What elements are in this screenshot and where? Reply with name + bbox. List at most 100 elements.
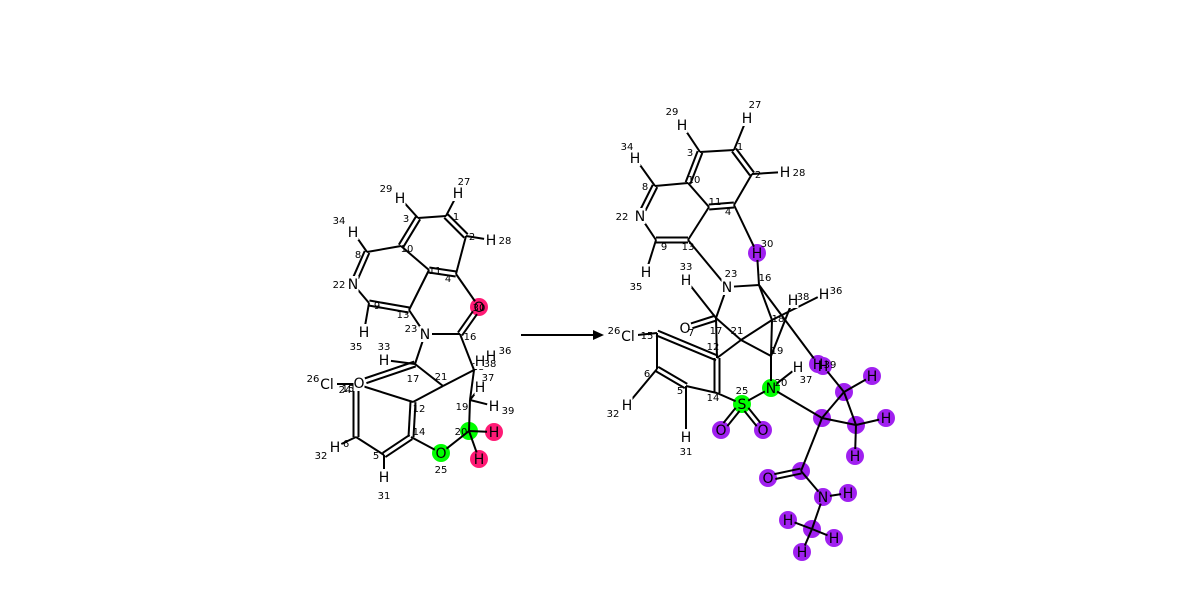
atom-highlight — [762, 379, 780, 397]
atom-label-background — [721, 279, 733, 295]
double-bond-line — [709, 206, 735, 211]
atom-index-label: 5 — [373, 451, 379, 462]
atom-symbol: H — [677, 118, 688, 134]
atom-symbol: Cl — [621, 329, 635, 345]
bond-line — [733, 204, 755, 248]
atom-index-label: 6 — [644, 369, 650, 380]
double-bond-line — [368, 304, 409, 314]
double-bond-line — [689, 152, 704, 185]
bond-line — [410, 436, 436, 451]
bond-line — [685, 385, 718, 394]
bond-line — [403, 202, 419, 219]
atom-index-label: 23 — [725, 269, 738, 280]
atom-index-label: 39 — [824, 360, 837, 371]
bond-line — [770, 306, 792, 357]
atom-symbol: Cl — [320, 377, 334, 393]
atom-index-label: 20 — [775, 378, 788, 389]
atom-label-background — [394, 190, 406, 206]
double-bond-line — [775, 472, 802, 480]
bond-line — [811, 503, 822, 530]
bond-line — [826, 370, 845, 393]
bond-line — [775, 370, 794, 385]
atom-highlight — [470, 450, 488, 468]
double-bond-line — [402, 218, 421, 248]
bond-line — [699, 149, 735, 153]
bond-line — [643, 221, 657, 241]
atom-index-label: 6 — [343, 439, 349, 450]
double-bond-line — [657, 365, 688, 385]
atom-label-background — [634, 208, 646, 224]
bond-line — [685, 130, 701, 153]
atom-index-label: 28 — [499, 236, 512, 247]
double-bond-line — [382, 434, 411, 454]
atom-highlight — [814, 357, 832, 375]
bond-line — [733, 124, 746, 151]
atom-symbol: H — [486, 233, 497, 249]
atom-index-label: 37 — [482, 373, 495, 384]
double-bond-line — [384, 438, 413, 458]
double-bond-line — [352, 250, 366, 277]
atom-index-label: 9 — [374, 301, 380, 312]
atom-index-label: 19 — [456, 402, 469, 413]
double-bond-line — [684, 150, 699, 183]
atom-symbol: H — [780, 165, 791, 181]
atom-index-label: 29 — [666, 107, 679, 118]
atom-index-label: 14 — [707, 393, 720, 404]
double-bond-line — [655, 334, 717, 362]
bond-line — [465, 235, 485, 240]
atom-highlight — [839, 484, 857, 502]
atom-highlight — [748, 244, 766, 262]
atom-index-label: 35 — [350, 342, 363, 353]
atom-index-label: 31 — [378, 491, 391, 502]
atom-index-label: 25 — [435, 465, 448, 476]
atom-label-background — [378, 352, 390, 368]
atom-index-label: 32 — [607, 409, 620, 420]
atom-highlight — [779, 511, 797, 529]
atom-label-background — [818, 286, 830, 302]
atom-highlight — [432, 444, 450, 462]
atom-symbol: N — [818, 490, 828, 506]
atom-index-label: 26 — [608, 326, 621, 337]
atom-highlight — [825, 529, 843, 547]
atom-label-background — [680, 272, 692, 288]
atom-label-background — [378, 469, 390, 485]
atom-highlight — [877, 409, 895, 427]
atom-symbol: H — [681, 273, 692, 289]
atom-index-label: 39 — [502, 406, 515, 417]
atom-symbol: H — [475, 354, 486, 370]
bond-line — [459, 333, 475, 371]
atom-label-background — [485, 232, 497, 248]
atom-symbol: H — [474, 452, 485, 468]
atom-index-label: 12 — [413, 404, 426, 415]
atom-symbol: N — [766, 381, 776, 397]
atom-label-background — [474, 379, 486, 395]
reactant-molecule: 12345689101112131415161718192021N22N23O2… — [307, 177, 515, 502]
bond-line — [687, 239, 724, 283]
atom-symbol: H — [622, 398, 633, 414]
atom-symbol: H — [819, 287, 830, 303]
bond-line — [414, 340, 424, 365]
atom-index-label: 2 — [755, 170, 761, 181]
atom-index-label: 22 — [616, 212, 629, 223]
bond-line — [715, 293, 726, 319]
atom-index-label: 25 — [736, 386, 749, 397]
atom-index-label: 7 — [688, 328, 694, 339]
bond-line — [366, 245, 402, 253]
bond-line — [356, 237, 368, 253]
atom-symbol: H — [359, 325, 370, 341]
double-bond-line — [461, 313, 478, 337]
atom-label-background — [353, 375, 365, 391]
atom-highlight — [863, 367, 881, 385]
atom-label-background — [787, 292, 799, 308]
atom-symbol: H — [486, 349, 497, 365]
double-bond-line — [639, 184, 654, 210]
double-bond-line — [366, 365, 417, 385]
atom-label-background — [452, 185, 464, 201]
atom-label-background — [347, 224, 359, 240]
double-bond-line — [412, 402, 417, 438]
atom-index-label: 21 — [435, 372, 448, 383]
atom-label-background — [676, 117, 688, 133]
double-bond-line — [447, 213, 469, 235]
bond-line — [630, 368, 658, 401]
atom-index-label: 20 — [455, 427, 468, 438]
